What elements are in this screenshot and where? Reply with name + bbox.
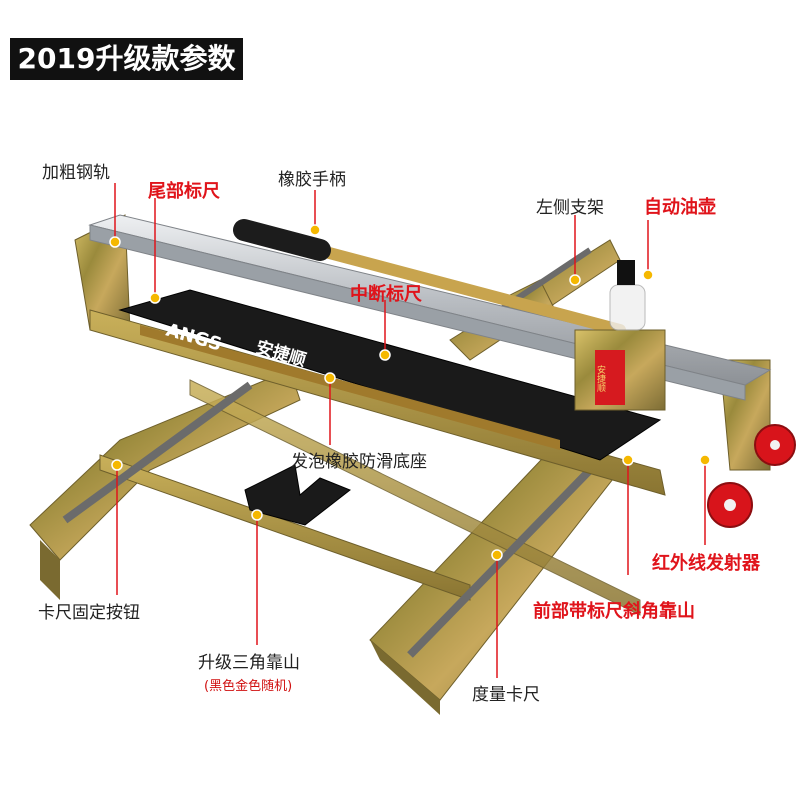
callout-dots [109, 224, 711, 561]
label-rubber-handle: 橡胶手柄 [278, 170, 346, 190]
label-triangle-note: (黑色金色随机) [204, 679, 293, 694]
label-measuring-caliper: 度量卡尺 [472, 685, 540, 705]
label-caliper-button: 卡尺固定按钮 [38, 603, 140, 623]
wheels [707, 424, 796, 528]
page-title: 2019升级款参数 [10, 38, 243, 80]
label-left-bracket: 左侧支架 [536, 198, 604, 218]
label-triangle-stop: 升级三角靠山 [198, 653, 300, 673]
label-auto-oiler: 自动油壶 [644, 197, 716, 218]
label-front-bevel-stop: 前部带标尺斜角靠山 [533, 601, 695, 622]
cutting-head [574, 260, 666, 411]
head-brand-text: 安捷顺 [595, 364, 606, 393]
label-foam-base: 发泡橡胶防滑底座 [291, 452, 427, 472]
callout-lines [114, 183, 706, 678]
label-tail-ruler: 尾部标尺 [148, 181, 220, 202]
base-frame [29, 239, 641, 715]
handle [233, 219, 626, 336]
label-infrared-emitter: 红外线发射器 [652, 553, 760, 574]
label-middle-ruler: 中断标尺 [350, 284, 422, 305]
label-thick-rail: 加粗钢轨 [42, 163, 110, 183]
